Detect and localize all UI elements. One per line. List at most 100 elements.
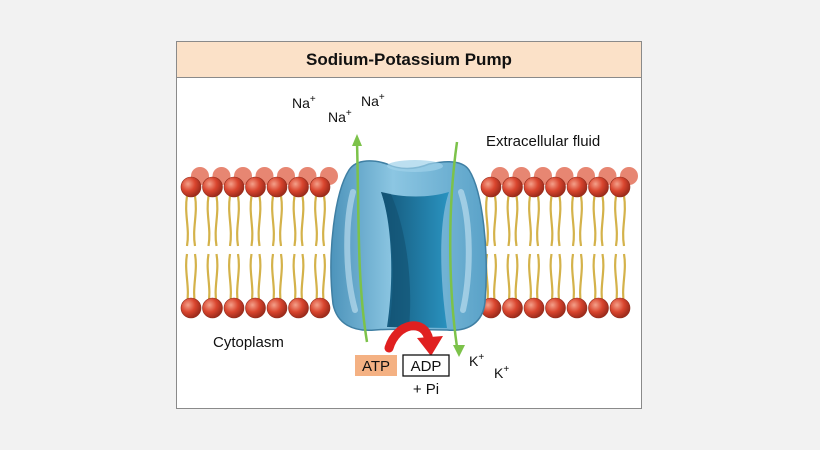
lipid-tail <box>214 253 219 305</box>
lipid-tail <box>536 195 540 247</box>
k-ion-label-2: K+ <box>494 364 509 381</box>
atp-curved-arrow <box>384 321 443 356</box>
phospholipid-head <box>180 297 202 319</box>
na-ion-label-2: Na+ <box>328 108 352 125</box>
lipid-tail <box>292 195 297 247</box>
potassium-arrow-head <box>453 345 465 357</box>
phospholipid-head <box>523 297 545 319</box>
lipid-tail <box>485 195 489 247</box>
sodium-arrow <box>352 134 369 343</box>
atp-label: ATP <box>362 358 390 375</box>
phospholipid-head <box>288 176 309 198</box>
phospholipid-head <box>545 176 566 198</box>
phospholipid-head <box>245 176 266 198</box>
lipid-tail <box>592 195 597 247</box>
phospholipid-head <box>180 176 202 198</box>
lipid-tail <box>600 253 605 305</box>
lipid-tail <box>193 195 197 247</box>
lipid-tail <box>536 253 540 305</box>
phospholipid-head <box>309 297 331 319</box>
lipid-tail <box>514 195 519 247</box>
phospholipid-head <box>223 297 245 319</box>
phospholipid-heads-top-back <box>191 167 638 185</box>
figure-panel: Sodium-Potassium Pump <box>176 41 642 409</box>
lipid-tail <box>571 195 575 247</box>
lipid-tail <box>228 195 232 247</box>
lipid-tail <box>622 253 626 305</box>
lipid-tail <box>214 195 219 247</box>
phospholipid-head <box>609 297 631 319</box>
lipid-tail <box>300 195 305 247</box>
lipid-tail <box>614 195 618 247</box>
phospholipid-head <box>245 297 266 319</box>
diagram-title: Sodium-Potassium Pump <box>306 49 512 69</box>
na-ion-label-1: Na+ <box>292 94 316 111</box>
lipid-tail <box>300 253 305 305</box>
membrane-bilayer <box>180 167 638 319</box>
lipid-tail <box>571 253 575 305</box>
potassium-arrow <box>448 141 465 357</box>
lipid-tail <box>236 253 240 305</box>
lipid-tail <box>279 253 283 305</box>
protein-top-lip <box>387 160 443 172</box>
phospholipid-heads-bottom <box>180 297 631 319</box>
phospholipid-head <box>609 176 631 198</box>
lipid-tail <box>322 195 326 247</box>
phospholipid-head <box>202 176 223 198</box>
lipid-tail <box>579 253 583 305</box>
lipid-tail <box>314 253 318 305</box>
lipid-tail <box>493 253 497 305</box>
lipid-tail <box>271 253 275 305</box>
lipid-tail <box>279 195 283 247</box>
lipid-tail <box>257 253 262 305</box>
lipid-tail <box>557 195 562 247</box>
title-bar: Sodium-Potassium Pump <box>177 42 641 78</box>
lipid-tail <box>236 195 240 247</box>
phospholipid-head <box>202 297 223 319</box>
lipid-tail <box>528 195 532 247</box>
lipid-tail <box>592 253 597 305</box>
lipid-tail <box>185 195 189 247</box>
protein-highlight-left <box>344 189 358 313</box>
phospholipid-heads-top <box>180 176 631 198</box>
protein-highlight-right <box>458 189 472 313</box>
lipid-tail <box>271 195 275 247</box>
pump-protein <box>330 160 487 332</box>
phospholipid-head <box>480 176 502 198</box>
lipid-tail <box>514 253 519 305</box>
lipid-tail <box>185 253 189 305</box>
lipid-tail <box>257 195 262 247</box>
phospholipid-head <box>502 176 523 198</box>
phospholipid-head <box>523 176 545 198</box>
phospholipid-head <box>223 176 245 198</box>
lipid-tail <box>528 253 532 305</box>
phospholipid-head <box>566 176 588 198</box>
phospholipid-head <box>502 297 523 319</box>
lipid-tail <box>193 253 197 305</box>
pi-label: + Pi <box>413 381 439 398</box>
lipid-tail <box>614 253 618 305</box>
adp-label: ADP <box>411 358 442 375</box>
phospholipid-head <box>309 176 331 198</box>
lipid-tail <box>314 195 318 247</box>
adp-box: ADP <box>402 354 450 377</box>
extracellular-label: Extracellular fluid <box>486 133 600 150</box>
na-ion-label-3: Na+ <box>361 92 385 109</box>
k-ion-label-1: K+ <box>469 352 484 369</box>
lipid-tail <box>506 195 511 247</box>
lipid-tail <box>206 253 211 305</box>
phospholipid-head <box>566 297 588 319</box>
phospholipid-head <box>266 297 288 319</box>
channel-shadow <box>381 192 411 328</box>
lipid-tail <box>228 253 232 305</box>
lipid-tail <box>206 195 211 247</box>
lipid-tail <box>322 253 326 305</box>
phospholipid-head <box>266 176 288 198</box>
atp-box: ATP <box>355 355 397 376</box>
cytoplasm-label: Cytoplasm <box>213 334 284 351</box>
lipid-tail <box>600 195 605 247</box>
lipid-tail <box>249 195 254 247</box>
lipid-tail <box>292 253 297 305</box>
lipid-tail <box>493 195 497 247</box>
lipid-tail <box>249 253 254 305</box>
